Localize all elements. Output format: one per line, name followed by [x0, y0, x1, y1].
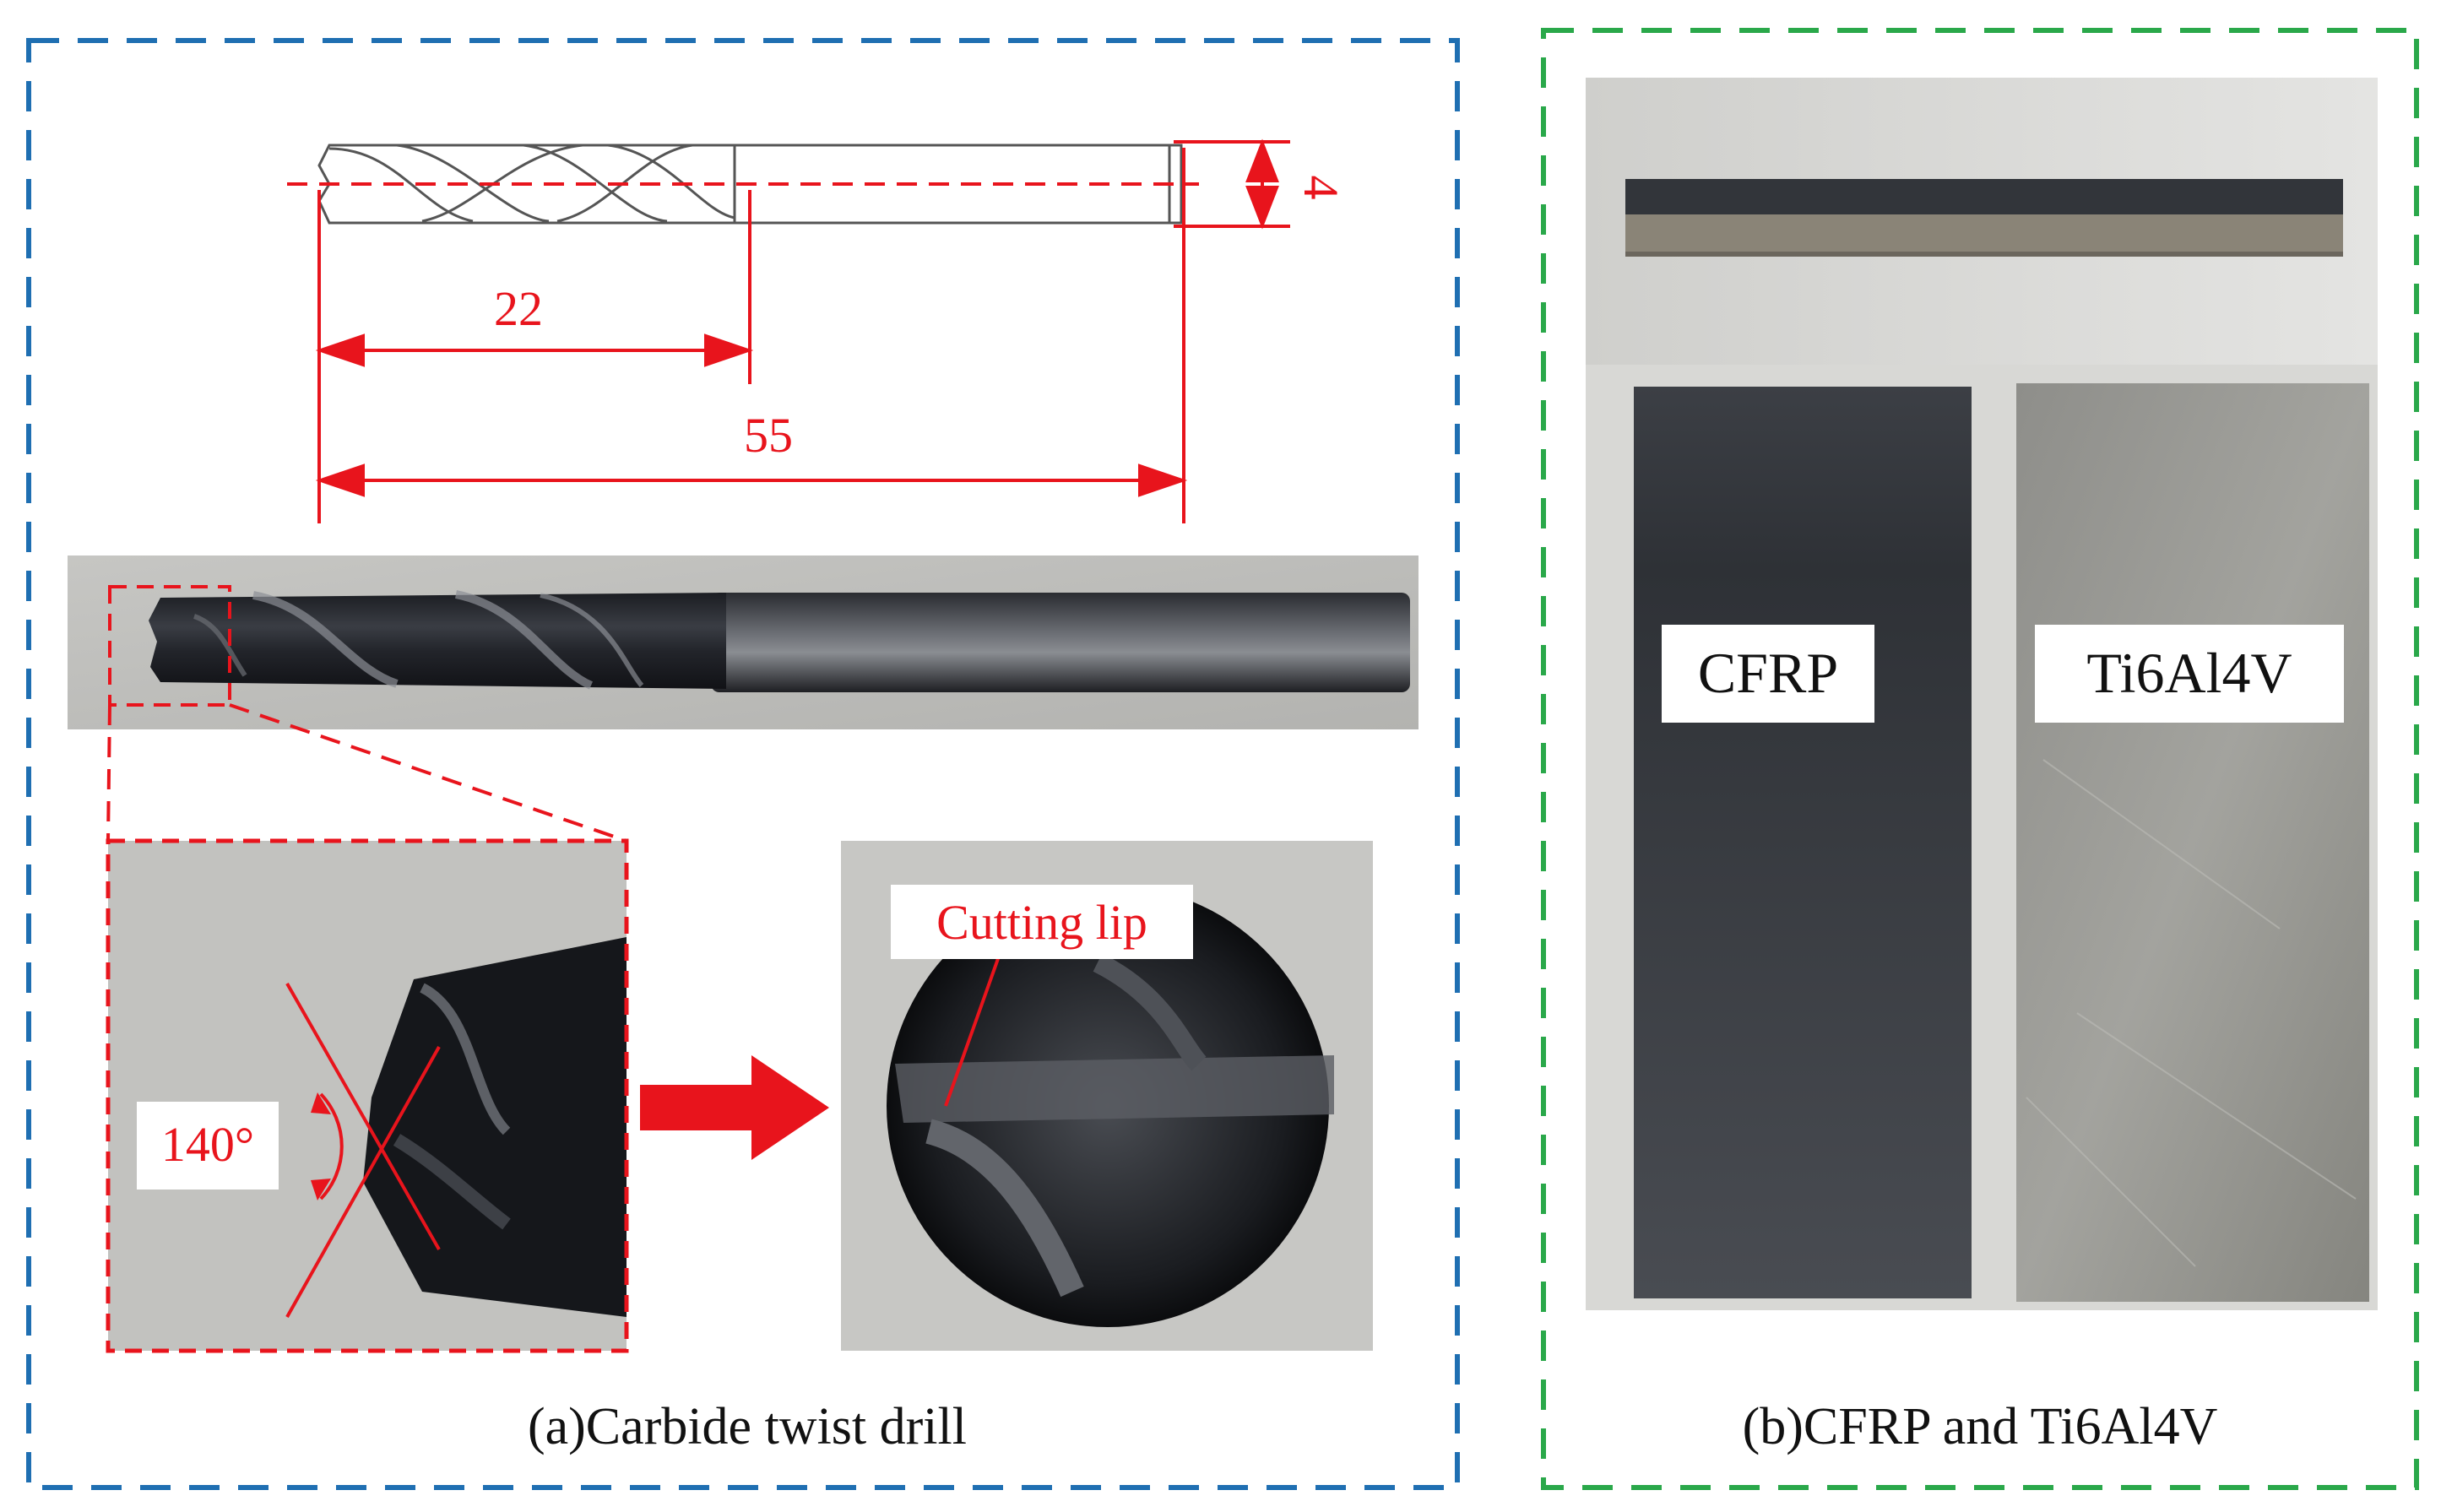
dimension-annotations [287, 138, 1290, 523]
panel-b-caption: (b)CFRP and Ti6Al4V [1743, 1398, 2218, 1455]
panel-a-border [26, 38, 1460, 1490]
dim-4-arrow-bottom [1245, 186, 1279, 230]
specimen-plates-photo [1586, 365, 2378, 1310]
cutting-lip-photo [841, 841, 1373, 1351]
cfrp-label: CFRP [1698, 641, 1838, 705]
zoom-source-box [108, 585, 231, 707]
tip-closeup-border [106, 838, 629, 1353]
dim-22-label: 22 [494, 281, 543, 336]
zoom-line-left [106, 704, 111, 842]
ti-plate [2016, 383, 2369, 1302]
ti-label-box [2035, 625, 2344, 723]
arrow-right-icon [640, 1055, 829, 1160]
panel-a-caption: (a)Carbide twist drill [528, 1398, 967, 1455]
cutting-lip-label: Cutting lip [936, 895, 1147, 950]
dim-4-label: 4 [1294, 176, 1348, 200]
stacked-plates-photo [1586, 78, 2378, 365]
cfrp-plate [1634, 387, 1972, 1298]
dim-55-arrow-right [1138, 463, 1188, 497]
angle-label-box [137, 1102, 279, 1190]
dim-22-arrow-right [704, 333, 754, 367]
zoom-indicator [106, 585, 627, 843]
tip-angle-label: 140° [161, 1117, 254, 1172]
dim-55-arrow-left [315, 463, 365, 497]
ti6al4v-label: Ti6Al4V [2086, 641, 2292, 705]
dim-22-arrow-left [315, 333, 365, 367]
zoom-line-right [229, 703, 627, 843]
drill-photo [68, 555, 1418, 729]
tip-closeup-photo [106, 838, 629, 1353]
dim-55-label: 55 [744, 408, 793, 463]
cutting-lip-label-box [891, 885, 1193, 959]
dim-4-arrow-top [1245, 138, 1279, 182]
cfrp-label-box [1662, 625, 1874, 723]
panel-b-border [1541, 28, 2419, 1490]
